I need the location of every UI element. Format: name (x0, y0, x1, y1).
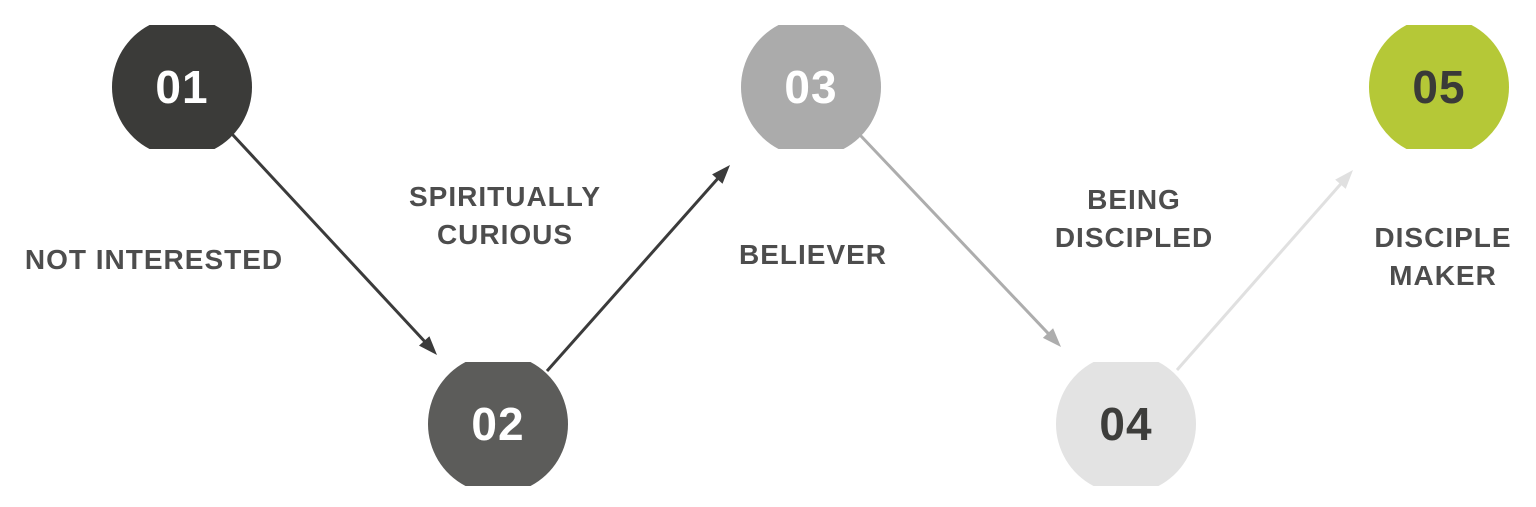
arrow-03-04-line (858, 133, 1053, 338)
label-line: MAKER (1389, 260, 1497, 291)
arrow-04-05-head-icon (1335, 170, 1353, 189)
node-02-shape (427, 362, 569, 486)
arrow-04-05-line (1175, 179, 1345, 371)
arrow-02-03-head-icon (712, 165, 730, 184)
label-line: BELIEVER (738, 239, 888, 270)
node-01-shape (111, 25, 253, 149)
arrow-02-03 (545, 165, 730, 372)
label-believer: BELIEVER (739, 236, 887, 274)
label-line: CURIOUS (436, 219, 574, 250)
node-02-number: 02 (471, 398, 524, 450)
arrow-01-02 (230, 132, 437, 355)
label-line: DISCIPLED (1054, 222, 1214, 253)
node-01-number: 01 (155, 61, 208, 113)
label-spiritually-curious: SPIRITUALLY CURIOUS (409, 178, 601, 254)
arrow-03-04 (858, 133, 1061, 347)
node-05-number: 05 (1412, 61, 1465, 113)
arrow-03-04-head-icon (1042, 328, 1061, 347)
node-03: 03 (740, 25, 882, 149)
arrow-01-02-head-icon (419, 336, 437, 355)
node-03-number: 03 (784, 61, 837, 113)
node-03-shape (740, 25, 882, 149)
arrow-01-02-line (230, 132, 429, 346)
arrow-02-03-line (545, 174, 722, 372)
node-04-number: 04 (1099, 398, 1152, 450)
node-04: 04 (1055, 362, 1197, 486)
label-not-interested: NOT INTERESTED (25, 241, 283, 279)
label-line: NOT INTERESTED (24, 244, 284, 275)
label-line: BEING (1087, 184, 1181, 215)
label-disciple-maker: DISCIPLE MAKER (1374, 219, 1511, 295)
label-being-discipled: BEING DISCIPLED (1055, 181, 1213, 257)
label-line: SPIRITUALLY (409, 181, 601, 212)
node-01: 01 (111, 25, 253, 149)
node-02: 02 (427, 362, 569, 486)
node-04-shape (1055, 362, 1197, 486)
node-05: 05 (1368, 25, 1510, 149)
node-05-shape (1368, 25, 1510, 149)
label-line: DISCIPLE (1374, 222, 1512, 253)
arrow-04-05 (1175, 170, 1353, 371)
